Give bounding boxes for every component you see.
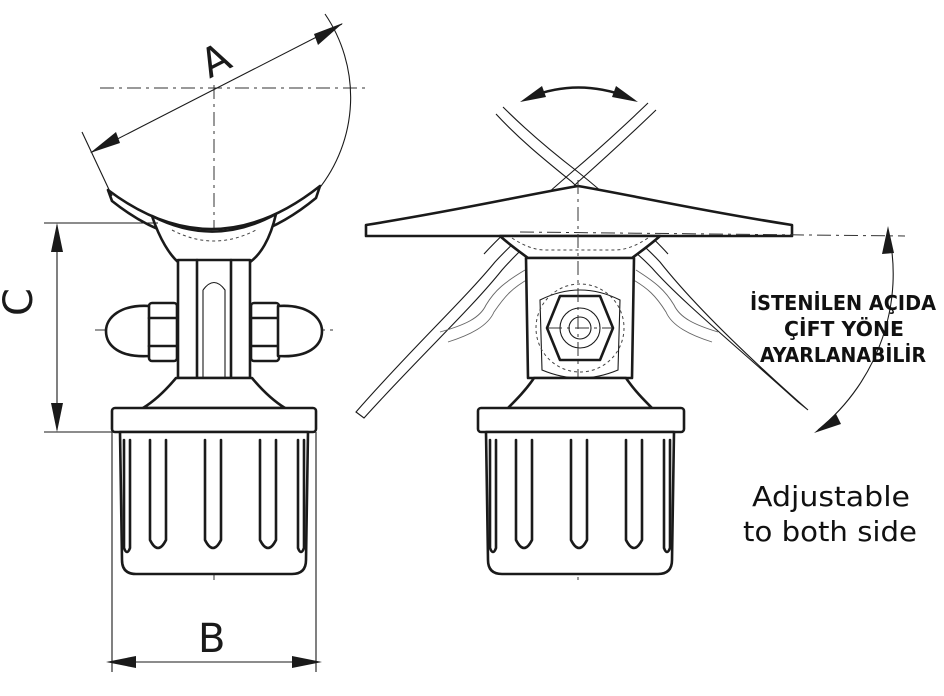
note-turkish-line-2: ÇİFT YÖNE — [784, 317, 904, 341]
tilted-neck-left — [439, 269, 526, 333]
dimension-a-arc — [317, 13, 352, 191]
note-english-line-1: Adjustable — [752, 480, 910, 513]
tilted-neck-right-b — [629, 277, 713, 343]
dimension-a-label: A — [193, 34, 239, 88]
tilted-neck-left-b — [447, 277, 531, 343]
front-insert-ribs — [488, 438, 672, 554]
neck-hidden-line — [171, 229, 257, 242]
dimension-a-extension — [81, 131, 113, 197]
cap-flange — [110, 406, 318, 434]
angle-arrow-top — [882, 226, 894, 254]
dimension-b-label: B — [198, 616, 225, 662]
pivot-hidden-circle — [535, 283, 625, 373]
tube-insert — [118, 430, 310, 576]
saddle-axis — [519, 231, 906, 237]
front-tube-insert — [484, 430, 676, 576]
center-tongue — [176, 258, 252, 380]
front-body-inner — [539, 289, 621, 379]
right-dome-nut — [276, 304, 324, 358]
right-hex-nut — [249, 301, 281, 363]
dimension-c-arrow-bottom — [51, 403, 63, 432]
rotation-arrow-right — [612, 86, 638, 102]
left-dome-nut — [104, 304, 152, 358]
angle-dimension-arc — [817, 229, 894, 431]
front-neck — [498, 234, 662, 260]
dimension-a-line — [91, 23, 343, 153]
front-view: İSTENİLEN AÇIDA ÇİFT YÖNE AYARLANABİLİR … — [355, 86, 936, 580]
pin-hole — [202, 281, 226, 378]
note-turkish-line-1: İSTENİLEN AÇIDA — [750, 291, 936, 315]
rotation-arrow-left — [520, 86, 546, 102]
left-hex-nut — [147, 301, 179, 363]
dimension-a-arrow-start — [90, 132, 120, 153]
dimension-b-arrow-right — [292, 656, 322, 668]
insert-ribs — [122, 438, 306, 554]
tilted-neck-right — [635, 269, 719, 333]
dimension-a-arrow-end — [314, 23, 343, 45]
main-saddle — [364, 184, 794, 238]
angle-arrow-bottom — [814, 414, 841, 433]
side-view: A C B — [0, 13, 365, 672]
note-english-line-2: to both side — [743, 515, 917, 548]
front-base-flare — [506, 376, 654, 410]
front-flange — [476, 406, 686, 434]
dimension-b-arrow-left — [106, 656, 136, 668]
dimension-c-label: C — [0, 288, 42, 316]
tilted-saddle-left — [495, 113, 809, 411]
base-flare — [141, 376, 287, 410]
note-turkish-line-3: AYARLANABİLİR — [760, 343, 926, 367]
dimension-c-arrow-top — [51, 223, 63, 252]
front-neck-hidden — [511, 237, 649, 251]
saddle-neck — [150, 212, 278, 264]
